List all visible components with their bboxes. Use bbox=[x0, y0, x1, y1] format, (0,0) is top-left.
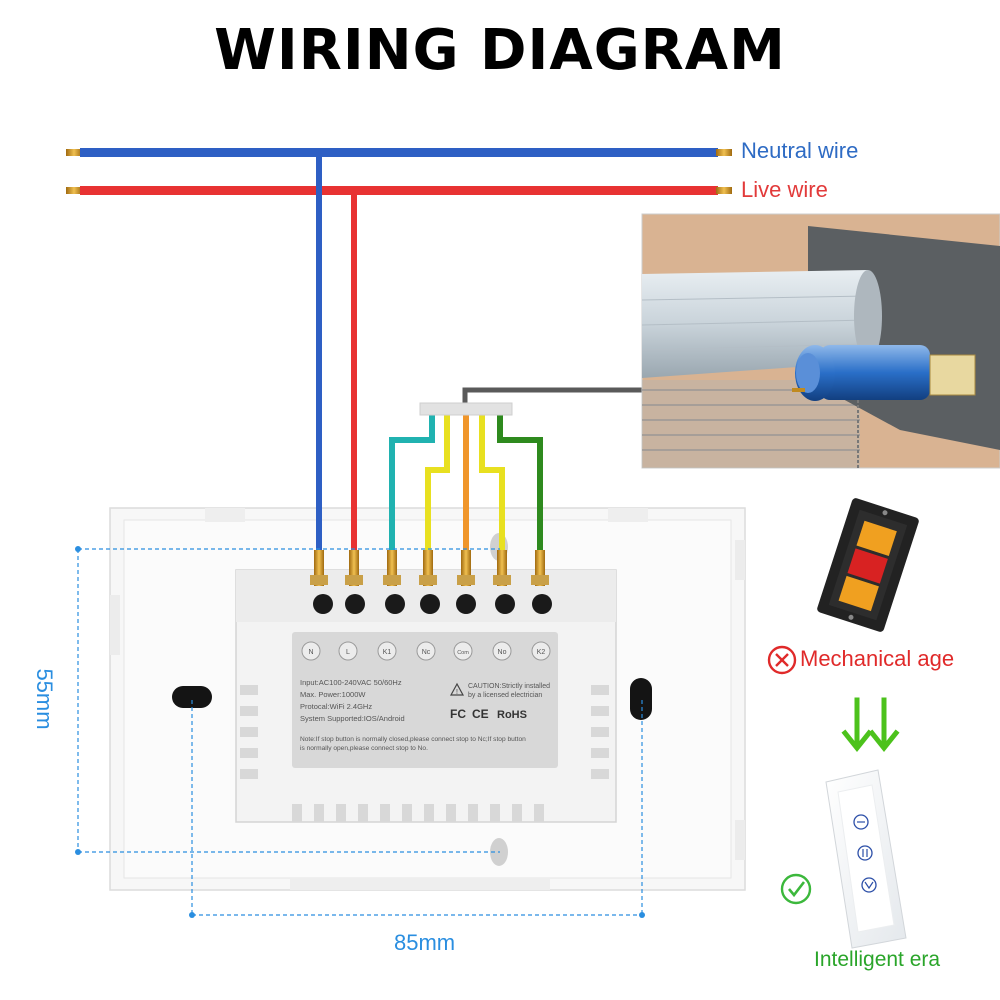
diagram-title: WIRING DIAGRAM bbox=[214, 18, 786, 83]
curtain-pause-icon bbox=[857, 845, 873, 861]
fc-mark: FC bbox=[450, 707, 466, 721]
terminal-nc-label: Nc bbox=[422, 649, 431, 656]
caution-line1: CAUTION:Strictly installed bbox=[468, 683, 550, 690]
terminal-no-label: No bbox=[498, 649, 507, 656]
terminal-n-label: N bbox=[308, 649, 313, 656]
module-specs: Input:AC100-240VAC 50/60Hz Max. Power:10… bbox=[300, 678, 405, 723]
caution-line2: by a licensed electrician bbox=[468, 692, 542, 699]
warning-icon bbox=[449, 682, 465, 696]
rohs-mark: RoHS bbox=[497, 709, 527, 721]
mechanical-switch-image bbox=[817, 498, 919, 632]
live-wire bbox=[66, 186, 732, 195]
curtain-close-icon bbox=[861, 877, 877, 893]
no-wire bbox=[479, 415, 505, 552]
smart-switch-image bbox=[825, 769, 907, 949]
nc-wire bbox=[425, 415, 450, 552]
note-line2: is normally open,please connect stop to … bbox=[300, 745, 428, 752]
mounting-hole-left bbox=[172, 686, 212, 708]
terminal-l-label: L bbox=[346, 649, 350, 656]
terminal-holes bbox=[313, 594, 552, 614]
note-line1: Note:If stop button is normally closed,p… bbox=[300, 736, 526, 743]
k2-wire bbox=[497, 415, 543, 552]
mechanical-age-label: Mechanical age bbox=[800, 646, 955, 671]
neutral-wire bbox=[66, 148, 732, 157]
module-label-sticker bbox=[292, 632, 558, 768]
terminal-label-rings bbox=[301, 641, 551, 661]
ce-mark: CE bbox=[472, 707, 489, 721]
caution-block: ! CAUTION:Strictly installed by a licens… bbox=[449, 682, 550, 721]
dimension-lines bbox=[77, 548, 643, 916]
roller-shutter-motor-photo bbox=[641, 213, 1000, 469]
spec-system: System Supported:IOS/Android bbox=[300, 714, 405, 723]
neutral-wire-label: Neutral wire bbox=[741, 138, 859, 163]
live-wire-label: Live wire bbox=[741, 177, 828, 202]
width-dimension-label: 85mm bbox=[394, 930, 456, 955]
module-note: Note:If stop button is normally closed,p… bbox=[300, 736, 526, 752]
terminal-k2-label: K2 bbox=[537, 649, 546, 656]
curtain-open-icon bbox=[853, 814, 869, 830]
cable-sheath bbox=[419, 402, 513, 416]
terminal-pin-bases bbox=[310, 575, 549, 585]
svg-text:!: ! bbox=[456, 689, 458, 696]
terminal-k1-label: K1 bbox=[383, 649, 392, 656]
terminal-wires bbox=[316, 150, 543, 552]
check-circle-icon bbox=[780, 873, 812, 905]
spec-power: Max. Power:1000W bbox=[300, 690, 366, 699]
dimension-dots bbox=[75, 546, 645, 918]
terminal-labels: N L K1 Nc Com No K2 bbox=[308, 649, 545, 656]
spec-input: Input:AC100-240VAC 50/60Hz bbox=[300, 678, 402, 687]
mounting-hole-right bbox=[630, 678, 652, 720]
intelligent-era-label: Intelligent era bbox=[814, 948, 941, 971]
k1-wire bbox=[389, 415, 435, 552]
down-arrows-icon bbox=[841, 697, 900, 753]
spec-protocol: Protocal:WiFi 2.4GHz bbox=[300, 702, 372, 711]
cross-circle-icon bbox=[767, 645, 797, 675]
terminal-pins bbox=[314, 550, 545, 586]
terminal-com-label: Com bbox=[457, 650, 469, 656]
height-dimension-label: 55mm bbox=[32, 668, 57, 730]
